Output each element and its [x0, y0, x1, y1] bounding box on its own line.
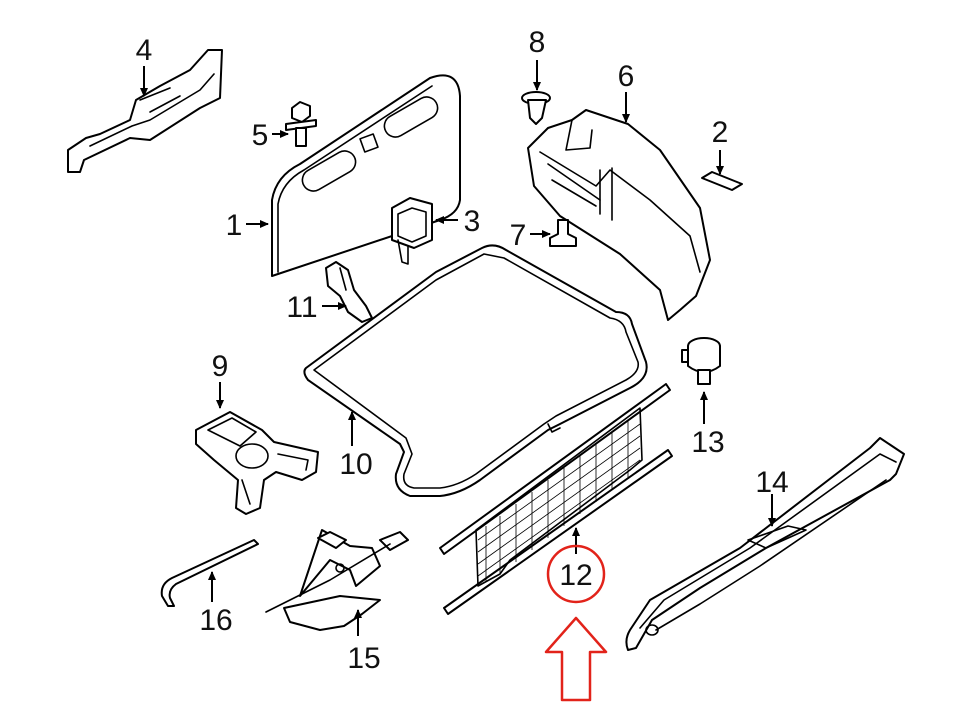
- part-7-clip: [549, 219, 577, 247]
- callout-4: 4: [136, 34, 153, 67]
- part-2-strip: [701, 171, 743, 191]
- highlight-circle: [546, 544, 606, 604]
- callout-5: 5: [252, 119, 269, 152]
- part-13-clip: [681, 337, 721, 385]
- leader-lines: [140, 60, 776, 636]
- part-8-push-pin: [521, 91, 551, 125]
- callout-7: 7: [510, 219, 527, 252]
- callout-9: 9: [212, 350, 229, 383]
- part-6-trim-panel: [527, 109, 711, 321]
- part-10-floor-mat: [303, 244, 648, 497]
- callout-2: 2: [712, 116, 729, 149]
- callout-11: 11: [286, 291, 317, 324]
- part-16-handle-rod: [160, 539, 259, 607]
- part-15-scissor-jack: [265, 529, 409, 631]
- part-11-hook: [325, 261, 373, 323]
- callout-3: 3: [464, 205, 481, 238]
- highlight-arrow: [544, 616, 608, 702]
- callout-14: 14: [755, 466, 788, 499]
- part-5-bolt: [285, 101, 317, 147]
- callout-12: 12: [559, 559, 592, 592]
- callout-16: 16: [199, 604, 232, 637]
- callout-6: 6: [618, 60, 635, 93]
- part-14-scuff-plate: [625, 437, 905, 651]
- callout-15: 15: [347, 642, 380, 675]
- callout-8: 8: [529, 26, 546, 59]
- part-4-rail-bracket: [67, 49, 223, 173]
- callout-labels: 4 5 1 3 8 6 2 7 11 9 10 12 13 14 15 16: [136, 26, 789, 675]
- callout-1: 1: [226, 209, 243, 242]
- part-9-jack-holder: [195, 411, 319, 515]
- callout-13: 13: [691, 426, 724, 459]
- part-12-cargo-net: [439, 383, 673, 615]
- callout-10: 10: [339, 448, 372, 481]
- part-3-clip: [391, 197, 433, 265]
